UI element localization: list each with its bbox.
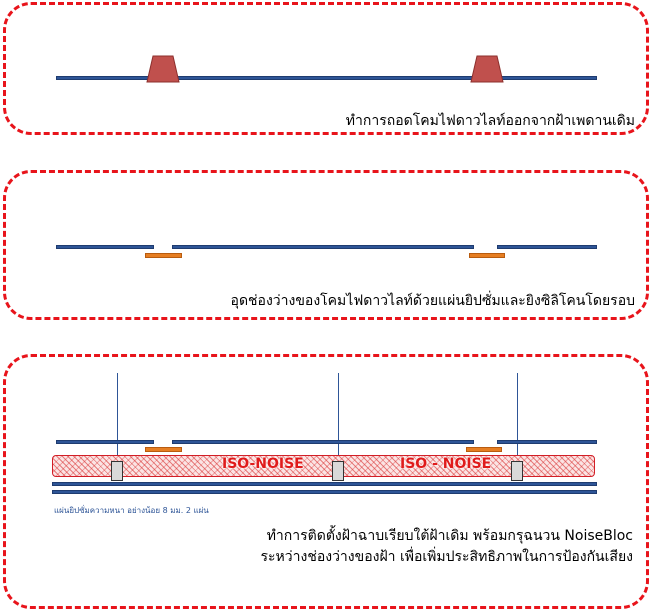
gypsum-patch-left <box>145 253 182 258</box>
insulation-label-1: ISO-NOISE <box>222 456 304 472</box>
existing-ceiling-segment <box>172 440 474 444</box>
existing-ceiling-segment <box>497 245 597 249</box>
gypsum-patch-right <box>466 447 502 452</box>
existing-ceiling-segment <box>56 440 154 444</box>
downlight-fixture-left <box>146 55 180 83</box>
gypsum-patch-left <box>145 447 182 452</box>
noisebloc-insulation <box>52 455 595 477</box>
gypsum-board-note: แผ่นยิปซั่มความหนา อย่างน้อย 8 มม. 2 แผ่… <box>54 506 209 515</box>
step-2-caption: อุดช่องว่างของโคมไฟดาวไลท์ด้วยแผ่นยิปซั่… <box>230 293 635 309</box>
hanger-rod <box>117 373 118 463</box>
hanger-rod <box>517 373 518 463</box>
gypsum-patch-right <box>469 253 505 258</box>
hanger-rod <box>338 373 339 463</box>
step-1-caption: ทำการถอดโคมไฟดาวไลท์ออกจากฝ้าเพดานเดิม <box>345 113 635 129</box>
step-1-panel <box>3 2 649 135</box>
downlight-fixture-right <box>470 55 504 83</box>
existing-ceiling-segment <box>56 245 154 249</box>
hanger-block <box>111 461 123 481</box>
existing-ceiling-segment <box>497 440 597 444</box>
insulation-label-2: ISO - NOISE <box>400 456 492 472</box>
existing-ceiling <box>56 76 597 80</box>
hanger-block <box>511 461 523 481</box>
new-ceiling-board-upper <box>52 482 597 486</box>
existing-ceiling-segment <box>172 245 474 249</box>
hanger-block <box>332 461 344 481</box>
new-ceiling-board-lower <box>52 490 597 494</box>
step-3-caption-line-2: ระหว่างช่องว่างของฝ้า เพื่อเพิ่มประสิทธิ… <box>260 549 634 565</box>
step-3-caption-line-1: ทำการติดตั้งฝ้าฉาบเรียบใต้ฝ้าเดิม พร้อมก… <box>266 528 633 544</box>
step-3-panel <box>3 354 649 609</box>
